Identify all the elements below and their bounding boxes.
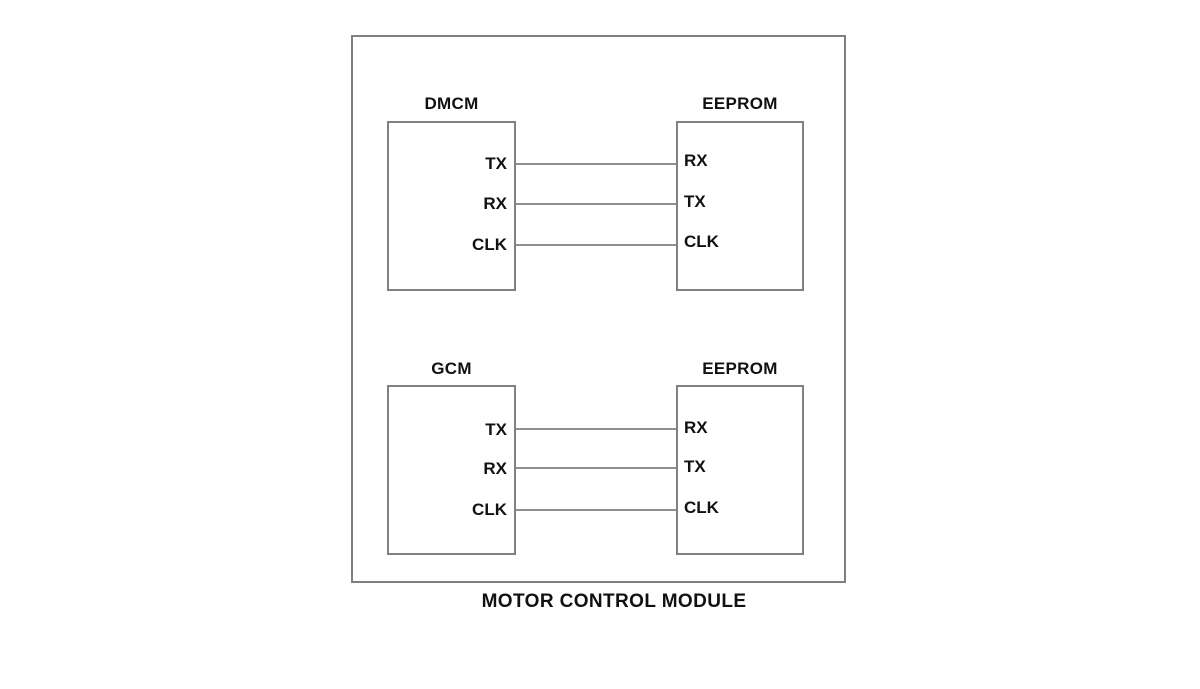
eeprom-top-box-title: EEPROM — [702, 94, 778, 113]
wire-gcm-rx-to-eeprom-tx — [516, 467, 676, 469]
eeprom-top-box — [676, 121, 804, 291]
pin-label-eeprom-top-rx: RX — [684, 151, 708, 170]
dmcm-box — [387, 121, 516, 291]
wire-gcm-clk-to-eeprom-clk — [516, 509, 676, 511]
pin-label-dmcm-tx: TX — [485, 154, 507, 173]
pin-label-gcm-tx: TX — [485, 420, 507, 439]
pin-label-eeprom-top-tx: TX — [684, 192, 706, 211]
wire-dmcm-clk-to-eeprom-clk — [516, 244, 676, 246]
wire-dmcm-rx-to-eeprom-tx — [516, 203, 676, 205]
pin-label-dmcm-clk: CLK — [472, 235, 507, 254]
gcm-box — [387, 385, 516, 555]
eeprom-bottom-box — [676, 385, 804, 555]
pin-label-eeprom-bottom-clk: CLK — [684, 498, 719, 517]
pin-label-eeprom-bottom-rx: RX — [684, 418, 708, 437]
pin-label-eeprom-bottom-tx: TX — [684, 457, 706, 476]
pin-label-eeprom-top-clk: CLK — [684, 232, 719, 251]
pin-label-dmcm-rx: RX — [483, 194, 507, 213]
diagram-caption: MOTOR CONTROL MODULE — [481, 591, 747, 612]
wire-dmcm-tx-to-eeprom-rx — [516, 163, 676, 165]
pin-label-gcm-rx: RX — [483, 459, 507, 478]
gcm-box-title: GCM — [431, 359, 472, 378]
wire-gcm-tx-to-eeprom-rx — [516, 428, 676, 430]
dmcm-box-title: DMCM — [424, 94, 479, 113]
pin-label-gcm-clk: CLK — [472, 500, 507, 519]
eeprom-bottom-box-title: EEPROM — [702, 359, 778, 378]
